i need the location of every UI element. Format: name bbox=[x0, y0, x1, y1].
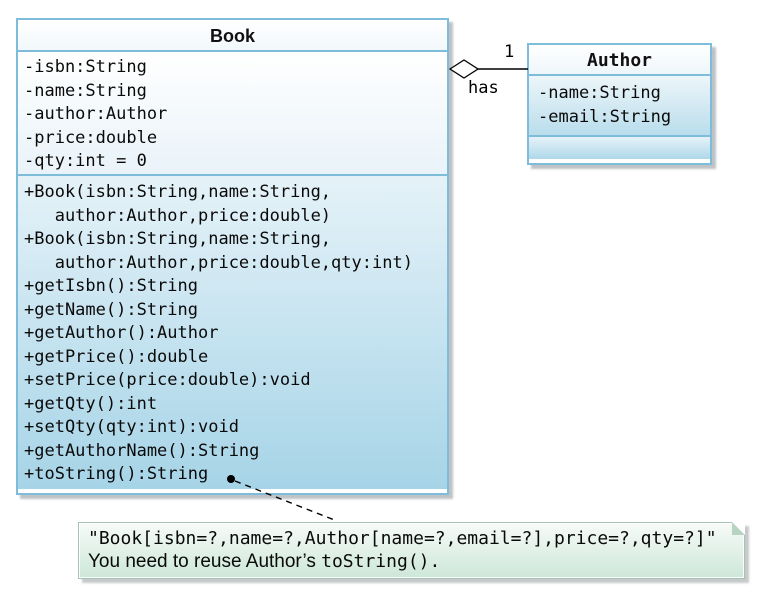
book-method: +setPrice(price:double):void bbox=[24, 370, 311, 390]
book-method: +getName():String bbox=[24, 299, 198, 320]
book-class-title: Book bbox=[18, 20, 447, 52]
book-method: +Book(isbn:String,name:String, bbox=[24, 229, 332, 249]
author-attribute: -name:String bbox=[538, 83, 661, 103]
book-method: author:Author,price:double,qty:int) bbox=[24, 252, 413, 273]
book-attribute: -price:double bbox=[24, 127, 158, 148]
book-attribute: -author:Author bbox=[24, 104, 168, 124]
author-attributes-compartment: -name:String -email:String bbox=[529, 76, 710, 137]
book-method: author:Author,price:double) bbox=[24, 205, 332, 226]
aggregation-diamond-icon bbox=[448, 59, 480, 79]
note-line2-plain: You need to reuse Author’s bbox=[88, 551, 322, 572]
book-method: +getAuthor():Author bbox=[24, 323, 219, 343]
book-method: +toString():String bbox=[24, 464, 209, 484]
note-text-line2: You need to reuse Author’s toString(). bbox=[88, 550, 736, 574]
book-methods-compartment: +Book(isbn:String,name:String, author:Au… bbox=[18, 176, 447, 489]
book-attribute: -name:String bbox=[24, 80, 147, 101]
book-method: +getAuthorName():String bbox=[24, 440, 260, 461]
author-attribute: -email:String bbox=[538, 106, 672, 127]
book-method: +Book(isbn:String,name:String, bbox=[24, 182, 332, 202]
note-text-line1: "Book[isbn=?,name=?,Author[name=?,email=… bbox=[88, 528, 717, 549]
author-class-box: Author -name:String -email:String bbox=[527, 43, 712, 165]
book-class-box: Book -isbn:String -name:String -author:A… bbox=[16, 18, 449, 495]
book-method: +getIsbn():String bbox=[24, 276, 198, 296]
book-method: +setQty(qty:int):void bbox=[24, 417, 239, 437]
book-method: +getPrice():double bbox=[24, 346, 209, 367]
book-attribute: -isbn:String bbox=[24, 57, 147, 77]
author-methods-compartment-empty bbox=[529, 137, 710, 159]
association-name-label: has bbox=[468, 78, 499, 98]
book-attributes-compartment: -isbn:String -name:String -author:Author… bbox=[18, 52, 447, 176]
multiplicity-label: 1 bbox=[504, 42, 515, 62]
book-attribute: -qty:int = 0 bbox=[24, 151, 147, 171]
note-line2-code: toString(). bbox=[321, 551, 441, 572]
author-class-title: Author bbox=[529, 45, 710, 76]
book-method: +getQty():int bbox=[24, 393, 158, 414]
uml-note-box: "Book[isbn=?,name=?,Author[name=?,email=… bbox=[78, 522, 745, 579]
